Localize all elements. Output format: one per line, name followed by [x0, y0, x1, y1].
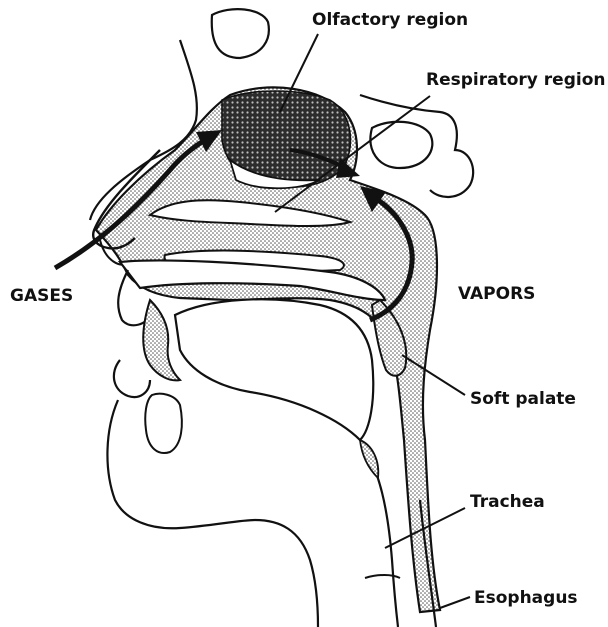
trachea-label: Trachea [470, 494, 545, 511]
soft-palate-label: Soft palate [470, 391, 576, 408]
frontal-sinus-outline [212, 9, 269, 58]
olfactory-region-label: Olfactory region [312, 12, 468, 29]
sphenoid-outline [370, 122, 432, 168]
skull-base-outline [360, 95, 473, 197]
lower-lip [114, 360, 150, 397]
vocal-cord [365, 575, 400, 578]
chin-outline [107, 400, 318, 627]
esophagus-label: Esophagus [474, 590, 578, 607]
gases-label: GASES [10, 288, 73, 305]
tongue [175, 299, 373, 440]
esophagus-leader [440, 597, 470, 608]
vapors-label: VAPORS [458, 286, 535, 303]
oral-vestibule [143, 300, 180, 380]
epiglottis [360, 440, 378, 478]
respiratory-region-label: Respiratory region [426, 72, 605, 89]
lower-teeth [145, 394, 182, 453]
